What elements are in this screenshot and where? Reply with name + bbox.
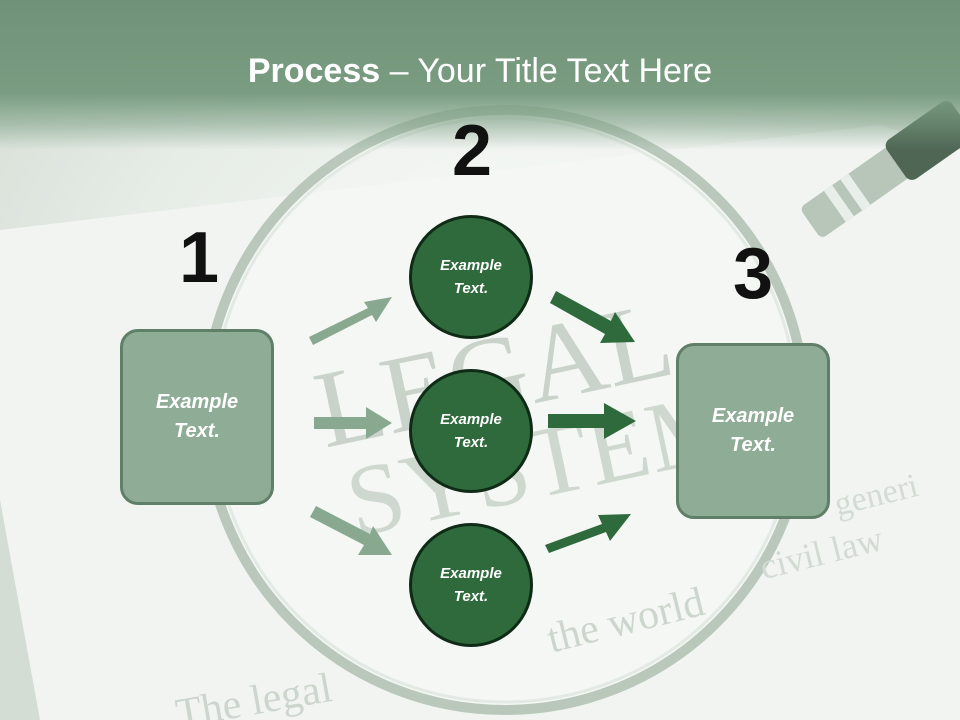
paper-shadow	[0, 500, 40, 720]
left-box: Example Text.	[120, 329, 274, 505]
slide-title-bold: Process	[247, 52, 381, 90]
title-band	[0, 0, 960, 150]
right-box: Example Text.	[676, 343, 830, 519]
slide-title-rest: – Your Title Text Here	[380, 52, 713, 90]
circle-1: Example Text.	[409, 215, 533, 339]
circle-2: Example Text.	[409, 369, 533, 493]
slide-title: Process – Your Title Text Here	[0, 52, 960, 91]
step-number-1: 1	[178, 218, 220, 298]
step-number-2: 2	[451, 111, 493, 191]
circle-3: Example Text.	[409, 523, 533, 647]
step-number-3: 3	[732, 234, 774, 314]
